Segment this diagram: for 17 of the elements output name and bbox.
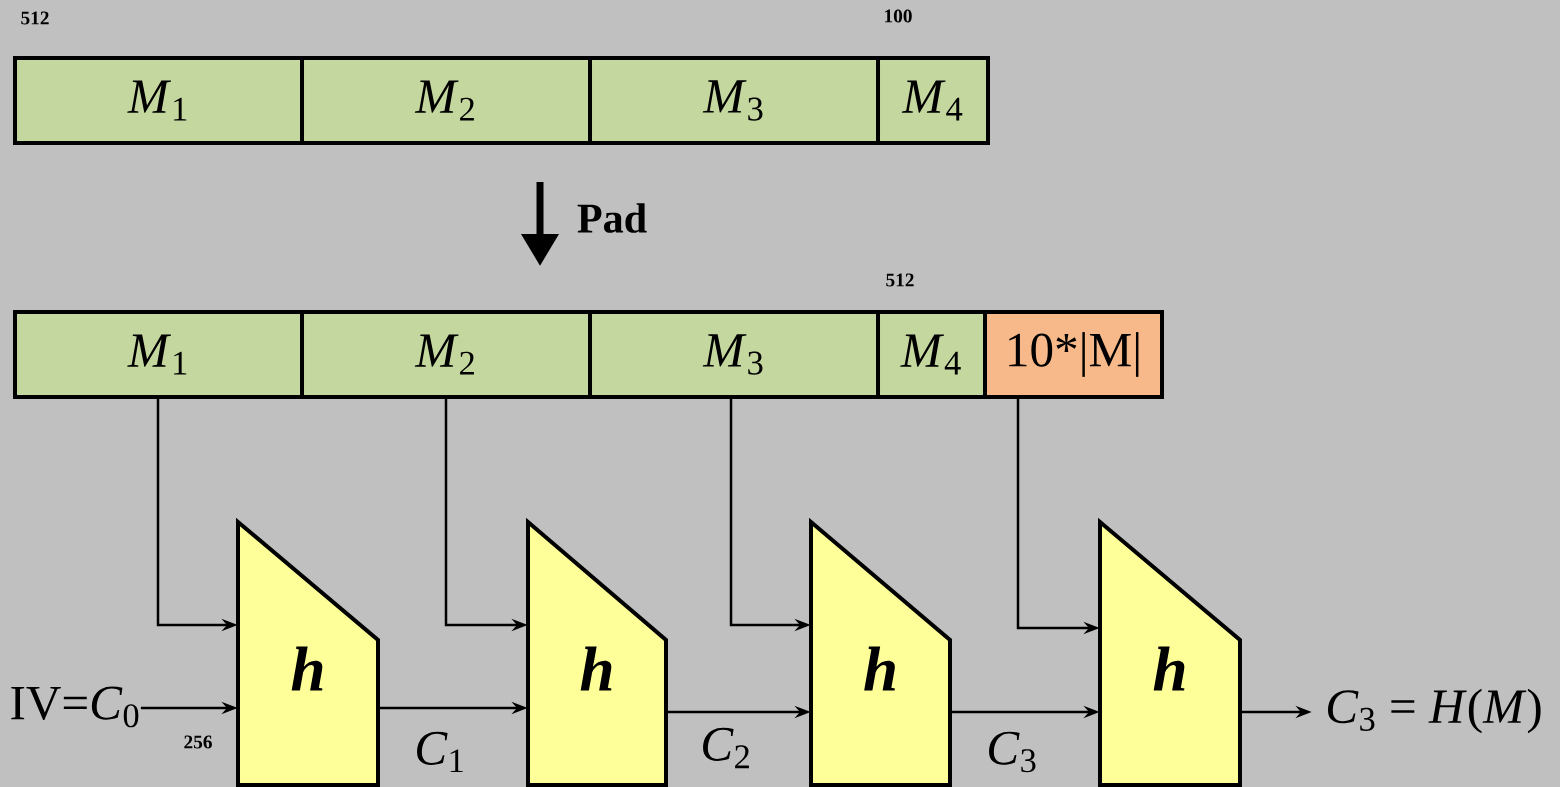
bit-length: 512 (886, 273, 914, 287)
message-block: M$_{4}$ (876, 310, 987, 399)
edge-label: C$_{1}$ (417, 731, 463, 773)
bit-length: 512 (21, 11, 49, 25)
value-text: IV=C$_{0}$ (11, 686, 139, 728)
bit-length: 100 (885, 9, 912, 23)
message-block: M$_{2}$ (300, 310, 592, 399)
message-block: 10*|M| (983, 310, 1164, 399)
message-block: M$_{1}$ (13, 310, 304, 399)
edge-label: Pad (577, 203, 647, 233)
value-text: C$_{3}$ = H(M) (1328, 688, 1541, 734)
edge-label: 256 (184, 735, 212, 749)
edge-label: C$_{2}$ (703, 727, 749, 769)
message-block: M$_{2}$ (300, 56, 592, 145)
message-block: M$_{1}$ (13, 56, 304, 145)
message-block: M$_{4}$ (876, 56, 990, 145)
edge-label: C$_{3}$ (989, 731, 1036, 773)
